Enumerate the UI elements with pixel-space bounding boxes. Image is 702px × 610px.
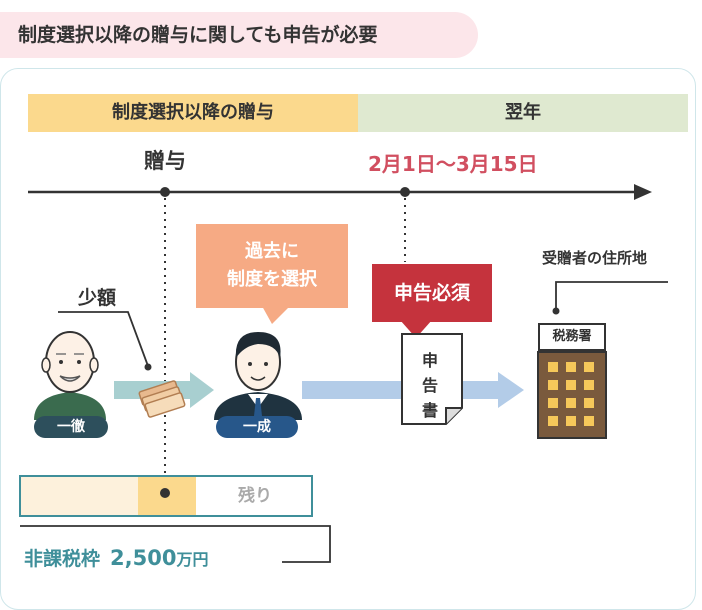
- declaration-document-icon: [401, 333, 463, 425]
- money-icon: [138, 380, 186, 418]
- exemption-unit: 万円: [176, 550, 209, 569]
- callout-past-line2: 制度を選択: [227, 269, 317, 290]
- gift-label: 贈与: [144, 149, 186, 173]
- declaration-period-label: 2月1日〜3月15日: [368, 152, 538, 176]
- exemption-amount: 2,500: [110, 546, 177, 570]
- exemption-frame-text: 非課税枠: [24, 548, 101, 570]
- document-char-1: 申: [421, 351, 438, 370]
- son-icon: [214, 332, 302, 420]
- small-amount-label: 少額: [78, 287, 117, 309]
- exemption-bar-used: [20, 476, 138, 516]
- exemption-bracket: [20, 525, 331, 563]
- address-pointer: [555, 281, 668, 312]
- exemption-bar-frame: [19, 475, 313, 517]
- callout-past-selection: 過去に 制度を選択: [196, 224, 348, 308]
- timeline-arrowhead: [634, 184, 652, 200]
- gift-point: [160, 187, 170, 197]
- band-gift-period: 制度選択以降の贈与: [28, 94, 358, 132]
- remaining-label: 残り: [238, 486, 272, 506]
- recipient-address-label: 受贈者の住所地: [542, 249, 648, 267]
- son-name-badge: 一成: [216, 416, 298, 438]
- tax-office-sign: 税務署: [538, 323, 606, 351]
- band-next-year: 翌年: [358, 94, 688, 132]
- page-title: 制度選択以降の贈与に関しても申告が必要: [18, 24, 378, 46]
- callout-past-tail: [262, 306, 290, 324]
- title-banner: [0, 12, 478, 58]
- callout-declaration-required: 申告必須: [372, 264, 492, 322]
- exemption-bar-marker: [160, 488, 170, 498]
- declaration-document-label: 申 告 書: [410, 348, 450, 423]
- callout-past-line1: 過去に: [245, 241, 299, 262]
- diagram-graphics: [19, 184, 668, 563]
- exemption-bar-remaining: [196, 476, 312, 516]
- grandfather-icon: [34, 331, 106, 420]
- grandfather-name-badge: 一徹: [34, 416, 108, 438]
- document-char-2: 告: [421, 376, 438, 395]
- document-char-3: 書: [421, 401, 438, 420]
- exemption-frame-label: 非課税枠 2,500万円: [24, 544, 208, 571]
- small-amount-pointer: [58, 311, 149, 367]
- callout-required-tail: [400, 320, 432, 338]
- tax-office-building-icon: [537, 351, 607, 439]
- period-point: [400, 187, 410, 197]
